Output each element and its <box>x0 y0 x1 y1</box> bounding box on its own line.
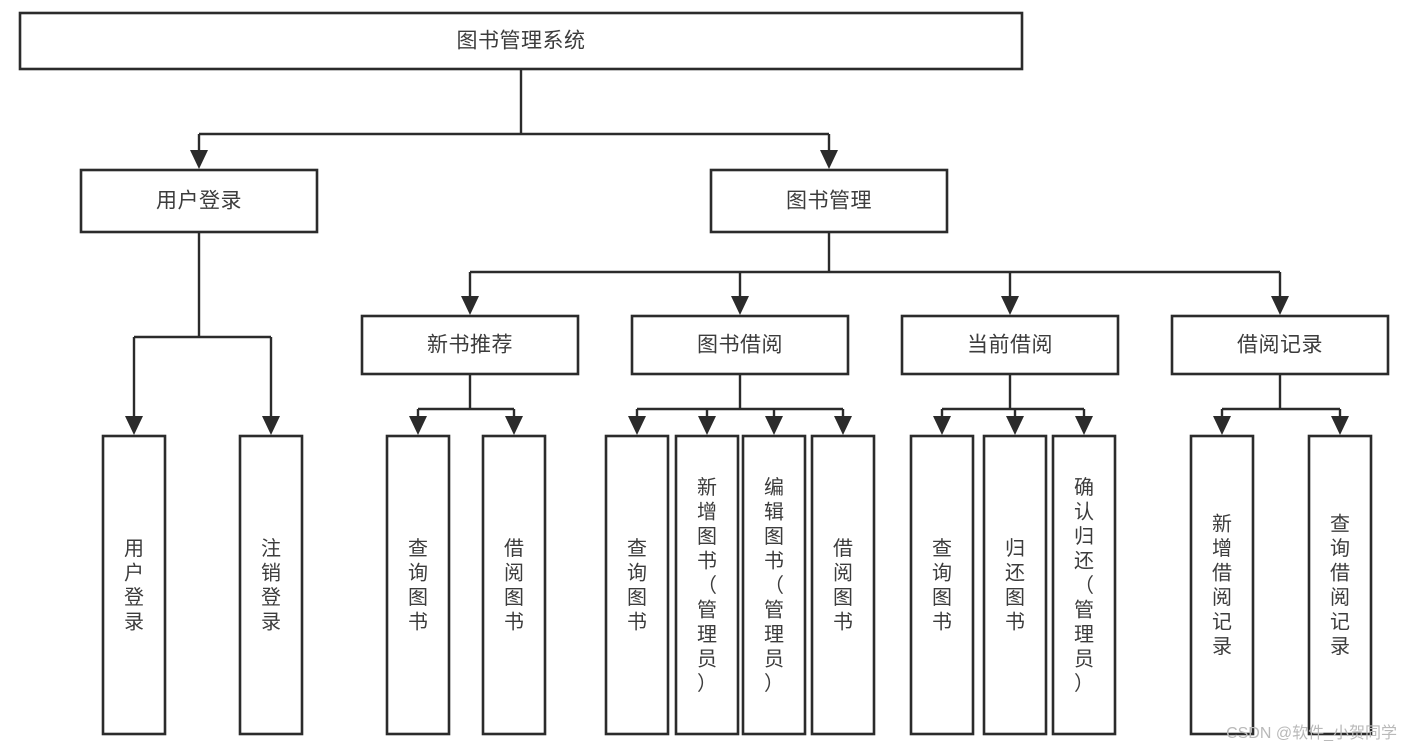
node-box-leaf-query-book-borrow[interactable] <box>604 434 670 736</box>
node-level2-user-login[interactable]: 用户登录 <box>79 168 319 234</box>
node-level2-book-manage[interactable]: 图书管理 <box>709 168 949 234</box>
node-label-book-borrow: 图书借阅 <box>697 334 783 357</box>
node-leaf-leaf-return-book[interactable]: 归还图书 <box>982 434 1048 736</box>
arrow-head-leaf-query-borrow-record <box>1331 416 1349 435</box>
node-level3-book-borrow[interactable]: 图书借阅 <box>630 314 850 376</box>
arrow-head-leaf-query-book-current <box>933 416 951 435</box>
arrow-head-leaf-logout-login <box>262 416 280 435</box>
node-leaf-leaf-borrow-book-recommend[interactable]: 借阅图书 <box>481 434 547 736</box>
node-label-leaf-borrow-book: 借阅图书 <box>833 537 853 634</box>
node-label-leaf-query-borrow-record: 查询借阅记录 <box>1330 513 1350 659</box>
node-label-leaf-add-borrow-record: 新增借阅记录 <box>1212 513 1232 659</box>
node-leaf-leaf-user-login[interactable]: 用户登录 <box>101 434 167 736</box>
node-label-new-book-recommend: 新书推荐 <box>427 334 513 357</box>
arrow-head-leaf-borrow-book <box>834 416 852 435</box>
node-leaf-leaf-query-borrow-record[interactable]: 查询借阅记录 <box>1307 434 1373 736</box>
node-label-leaf-borrow-book-recommend: 借阅图书 <box>504 537 524 634</box>
node-label-root: 图书管理系统 <box>457 30 586 53</box>
node-leaf-leaf-add-book-admin[interactable]: 新增图书（管理员） <box>674 434 740 736</box>
node-label-leaf-query-book-current: 查询图书 <box>932 537 952 634</box>
arrow-head-leaf-borrow-book-recommend <box>505 416 523 435</box>
arrow-head-leaf-query-book-recommend <box>409 416 427 435</box>
node-label-leaf-edit-book-admin: 编辑图书（管理员） <box>764 476 784 695</box>
node-level3-new-book-recommend[interactable]: 新书推荐 <box>360 314 580 376</box>
node-leaf-leaf-confirm-return-admin[interactable]: 确认归还（管理员） <box>1051 434 1117 736</box>
arrow-head-leaf-user-login <box>125 416 143 435</box>
node-label-current-borrow: 当前借阅 <box>967 334 1053 357</box>
arrow-head-leaf-return-book <box>1006 416 1024 435</box>
node-leaf-leaf-add-borrow-record[interactable]: 新增借阅记录 <box>1189 434 1255 736</box>
node-box-user-login[interactable] <box>79 168 319 234</box>
node-box-leaf-add-book-admin[interactable] <box>674 434 740 736</box>
node-box-leaf-add-borrow-record[interactable] <box>1189 434 1255 736</box>
node-leaf-leaf-query-book-borrow[interactable]: 查询图书 <box>604 434 670 736</box>
node-box-leaf-return-book[interactable] <box>982 434 1048 736</box>
node-label-book-manage: 图书管理 <box>786 190 872 213</box>
node-label-leaf-return-book: 归还图书 <box>1005 537 1025 634</box>
node-leaf-leaf-logout-login[interactable]: 注销登录 <box>238 434 304 736</box>
node-box-borrow-record[interactable] <box>1170 314 1390 376</box>
node-root-root[interactable]: 图书管理系统 <box>18 11 1024 71</box>
node-label-leaf-query-book-borrow: 查询图书 <box>627 537 647 634</box>
node-box-book-borrow[interactable] <box>630 314 850 376</box>
node-level3-current-borrow[interactable]: 当前借阅 <box>900 314 1120 376</box>
node-label-user-login: 用户登录 <box>156 190 242 213</box>
node-label-leaf-query-book-recommend: 查询图书 <box>408 537 428 634</box>
node-label-leaf-add-book-admin: 新增图书（管理员） <box>697 476 717 695</box>
arrow-head-user-login <box>190 150 208 169</box>
node-level3-borrow-record[interactable]: 借阅记录 <box>1170 314 1390 376</box>
connector-layer <box>125 69 1349 435</box>
node-label-borrow-record: 借阅记录 <box>1237 334 1323 357</box>
node-layer: 图书管理系统用户登录图书管理新书推荐图书借阅当前借阅借阅记录用户登录注销登录查询… <box>18 11 1390 736</box>
arrow-head-leaf-edit-book-admin <box>765 416 783 435</box>
node-box-current-borrow[interactable] <box>900 314 1120 376</box>
arrow-head-borrow-record <box>1271 296 1289 315</box>
node-box-leaf-borrow-book[interactable] <box>810 434 876 736</box>
node-label-leaf-user-login: 用户登录 <box>124 538 144 634</box>
node-label-leaf-logout-login: 注销登录 <box>261 537 281 634</box>
node-leaf-leaf-query-book-recommend[interactable]: 查询图书 <box>385 434 451 736</box>
node-box-leaf-user-login[interactable] <box>101 434 167 736</box>
node-box-leaf-edit-book-admin[interactable] <box>741 434 807 736</box>
node-box-leaf-query-book-recommend[interactable] <box>385 434 451 736</box>
node-box-new-book-recommend[interactable] <box>360 314 580 376</box>
node-label-leaf-confirm-return-admin: 确认归还（管理员） <box>1074 476 1094 695</box>
node-leaf-leaf-query-book-current[interactable]: 查询图书 <box>909 434 975 736</box>
node-box-leaf-borrow-book-recommend[interactable] <box>481 434 547 736</box>
csdn-watermark: CSDN @软件_小贺同学 <box>1226 725 1397 742</box>
arrow-head-book-manage <box>820 150 838 169</box>
node-box-leaf-query-borrow-record[interactable] <box>1307 434 1373 736</box>
node-box-root[interactable] <box>18 11 1024 71</box>
node-box-leaf-confirm-return-admin[interactable] <box>1051 434 1117 736</box>
node-box-leaf-logout-login[interactable] <box>238 434 304 736</box>
arrow-head-book-borrow <box>731 296 749 315</box>
node-box-leaf-query-book-current[interactable] <box>909 434 975 736</box>
arrow-head-leaf-query-book-borrow <box>628 416 646 435</box>
arrow-head-current-borrow <box>1001 296 1019 315</box>
node-leaf-leaf-edit-book-admin[interactable]: 编辑图书（管理员） <box>741 434 807 736</box>
arrow-head-leaf-add-borrow-record <box>1213 416 1231 435</box>
arrow-head-leaf-add-book-admin <box>698 416 716 435</box>
arrow-head-leaf-confirm-return-admin <box>1075 416 1093 435</box>
node-box-book-manage[interactable] <box>709 168 949 234</box>
node-leaf-leaf-borrow-book[interactable]: 借阅图书 <box>810 434 876 736</box>
arrow-head-new-book-recommend <box>461 296 479 315</box>
